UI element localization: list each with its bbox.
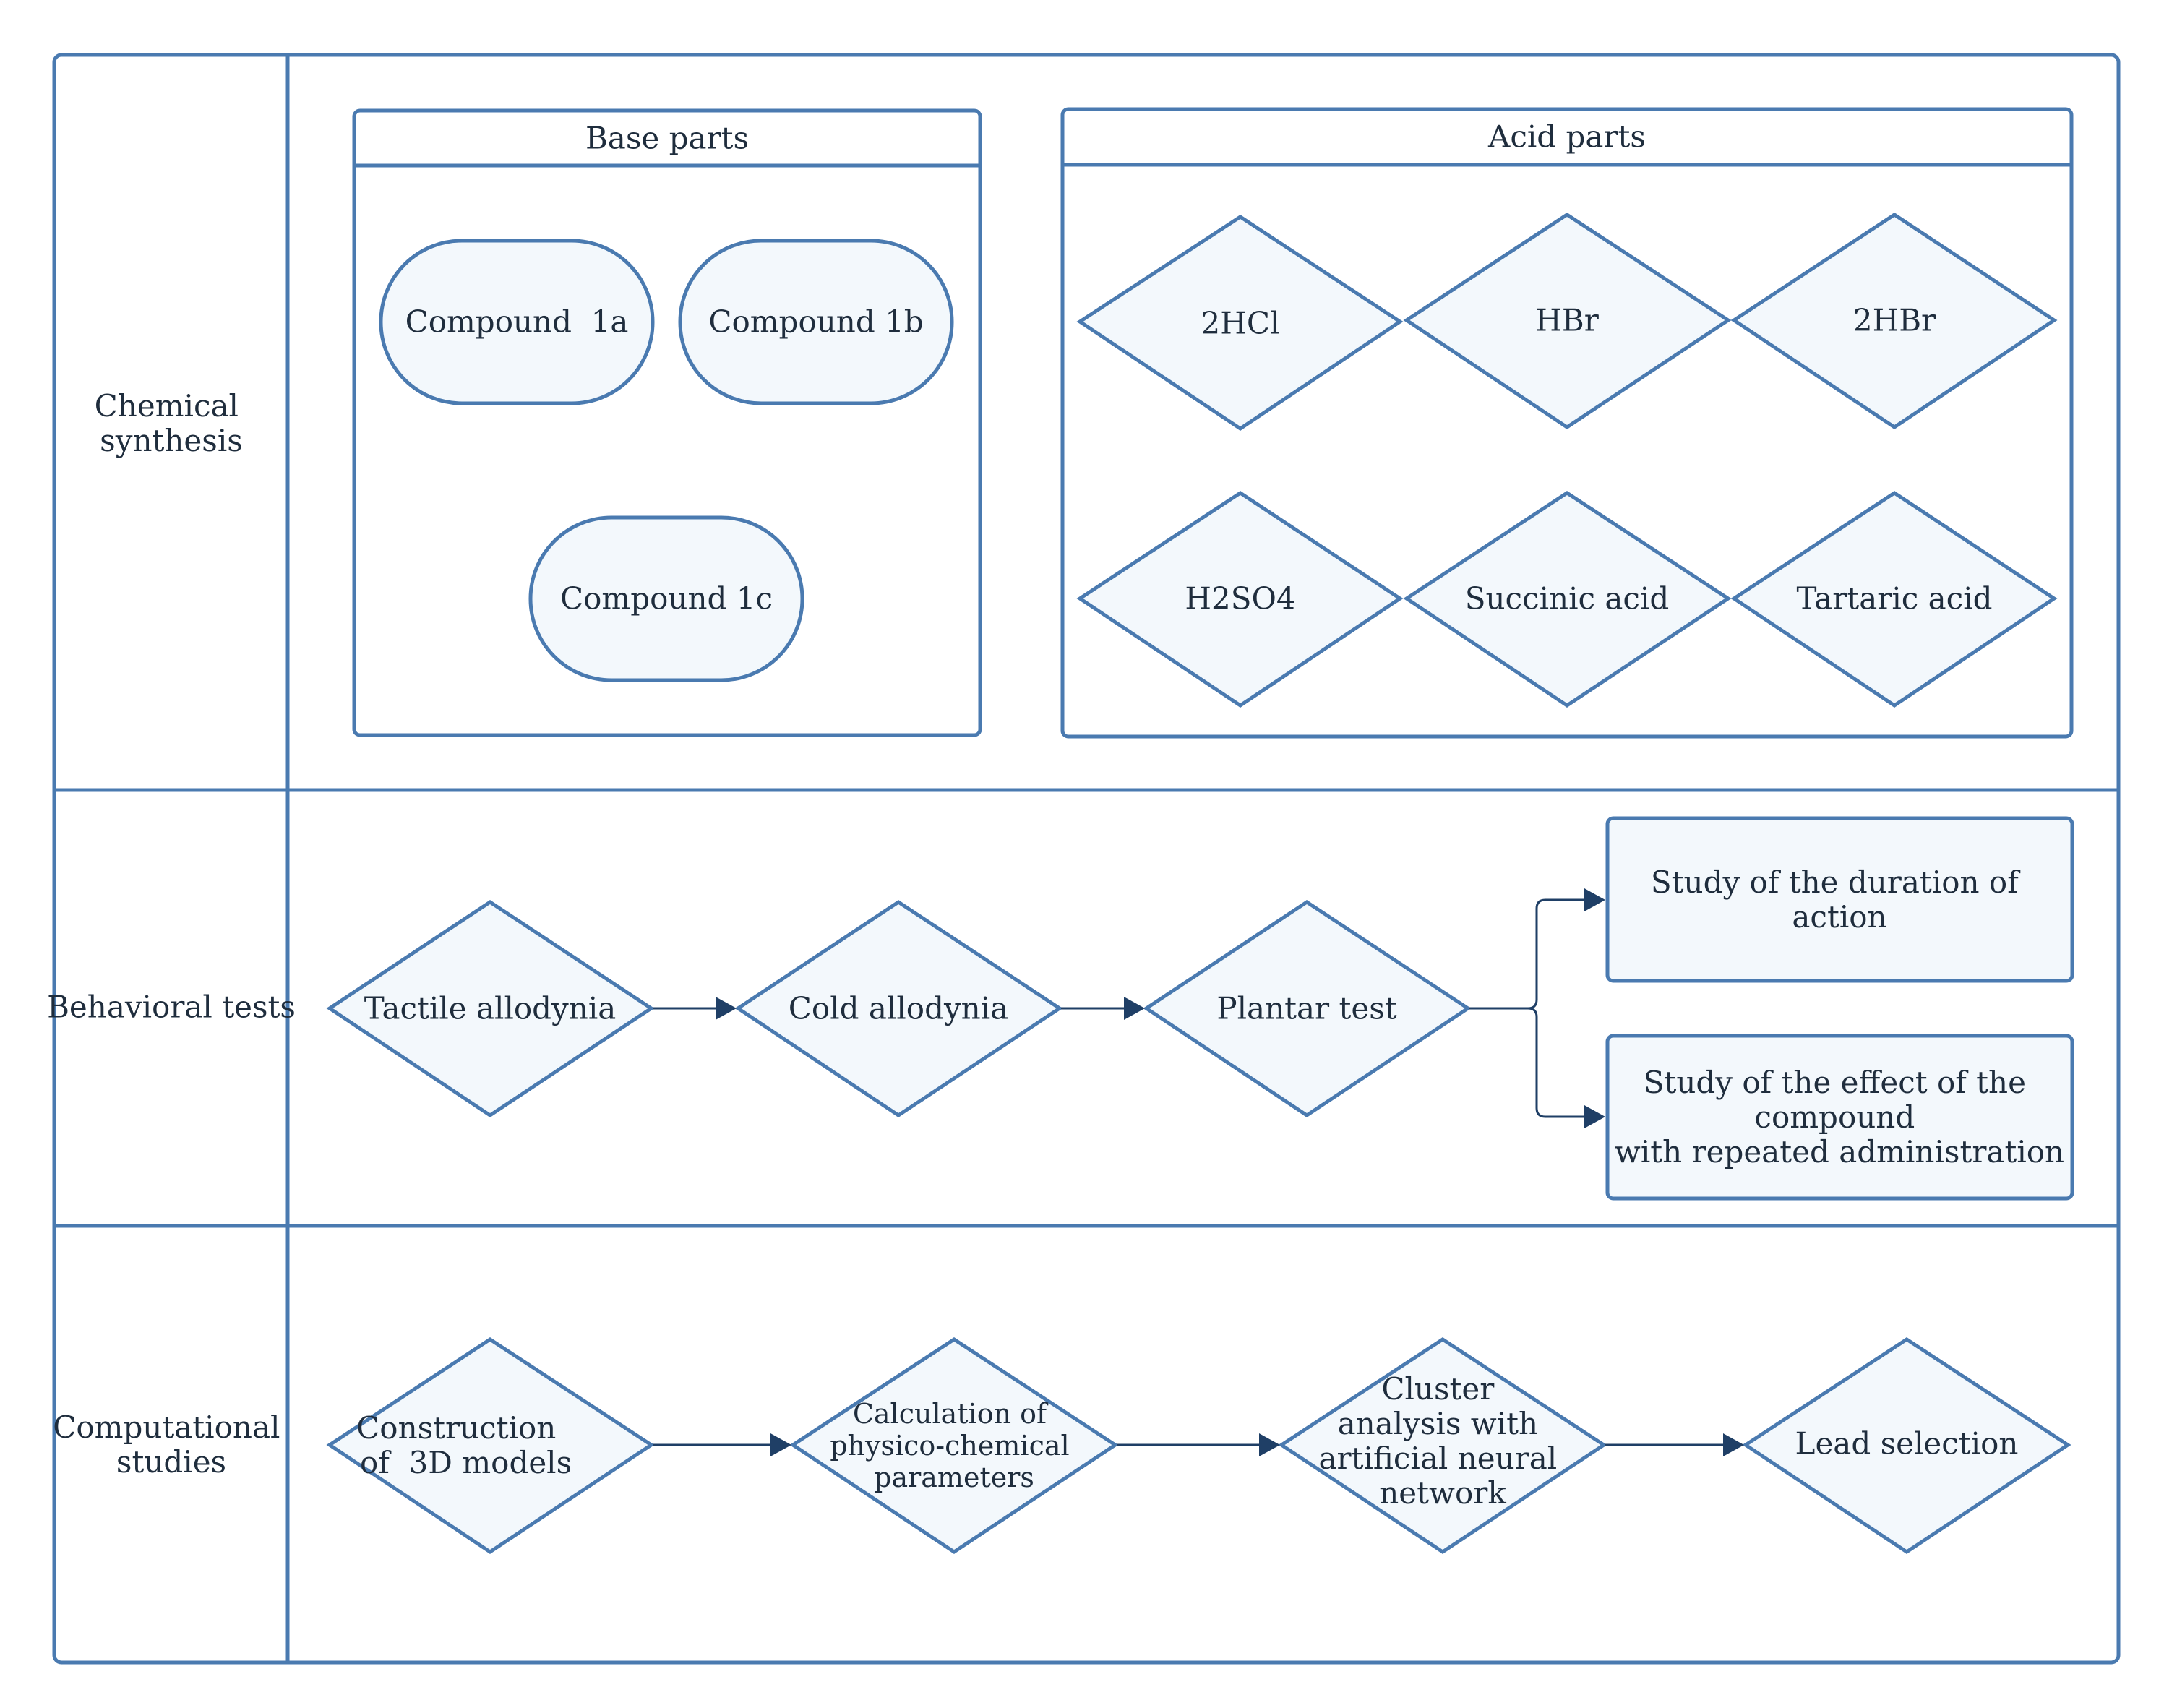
acid-2hbr [1730, 213, 2058, 430]
compound-1c [528, 515, 804, 682]
arrowhead-to-repeated [1584, 1105, 1605, 1128]
outcome-duration-of-action [1605, 816, 2074, 983]
step-cluster-analysis-ann [1278, 1337, 1607, 1555]
arrowhead-to-duration [1584, 888, 1605, 911]
step-physico-chemical-parameters-label: Calculation of physico-chemical paramete… [830, 1398, 1078, 1493]
outcome-repeated-administration [1605, 1034, 2074, 1201]
arrowhead-cold-to-plantar [1124, 997, 1145, 1020]
acid-succinic-label: Succinic acid [1465, 581, 1670, 617]
compound-1b-label: Compound 1b [708, 304, 923, 340]
step-construction-3d-models-label: Construction of 3D models [356, 1410, 624, 1480]
compound-1c-label: Compound 1c [560, 581, 773, 617]
step-physico-chemical-parameters [789, 1337, 1119, 1555]
step-lead-selection-label: Lead selection [1795, 1426, 2019, 1462]
step-plantar-test [1143, 900, 1472, 1118]
outcome-duration-of-action-label: Study of the duration of action [1651, 864, 2028, 935]
acid-h2so4-label: H2SO4 [1185, 581, 1295, 617]
arrowhead-construction-to-calculation [770, 1433, 791, 1456]
outer-frame [52, 53, 2121, 1665]
acid-hbr [1403, 213, 1732, 430]
compound-1a [379, 239, 655, 405]
behavioral-tests-group: Tactile allodynia Cold allodynia Plantar… [326, 816, 2074, 1201]
outcome-repeated-administration-label: Study of the effect of the compound with… [1615, 1065, 2064, 1170]
acid-2hcl-label: 2HCl [1201, 306, 1280, 341]
base-parts-title: Base parts [585, 121, 749, 156]
lane-label-computational-studies: Computational studies [53, 1409, 290, 1480]
step-lead-selection [1742, 1337, 2071, 1555]
step-cold-allodynia-label: Cold allodynia [789, 991, 1008, 1026]
branch-connector [1469, 898, 1586, 1118]
acid-parts-title: Acid parts [1487, 119, 1646, 155]
computational-studies-group: Construction of 3D models Calculation of… [326, 1337, 2071, 1555]
acid-hbr-label: HBr [1535, 303, 1599, 338]
lane-label-behavioral-tests: Behavioral tests [47, 990, 296, 1025]
step-cluster-analysis-ann-label: Cluster analysis with artificial neural … [1318, 1371, 1566, 1511]
step-plantar-test-label: Plantar test [1216, 991, 1396, 1026]
step-tactile-allodynia-label: Tactile allodynia [364, 991, 617, 1026]
arrowhead-cluster-to-lead [1723, 1433, 1744, 1456]
compound-1a-label: Compound 1a [405, 304, 629, 340]
arrowhead-calculation-to-cluster [1259, 1433, 1280, 1456]
acid-2hbr-label: 2HBr [1853, 303, 1936, 338]
acid-succinic [1403, 491, 1732, 708]
acid-parts-group: Acid parts 2HCl HBr 2HBr H2SO4 Succinic … [1060, 107, 2074, 739]
step-tactile-allodynia [326, 900, 655, 1118]
step-cold-allodynia [734, 900, 1063, 1118]
base-parts-group: Base parts Compound 1a Compound 1b Compo… [352, 108, 982, 737]
compound-1b [678, 239, 954, 405]
acid-2hcl [1076, 215, 1404, 432]
acid-h2so4 [1076, 491, 1404, 708]
acid-tartaric [1730, 491, 2058, 708]
lane-label-chemical-synthesis: Chemical synthesis [95, 388, 249, 458]
step-construction-3d-models [326, 1337, 655, 1555]
acid-tartaric-label: Tartaric acid [1796, 581, 1992, 617]
arrowhead-tactile-to-cold [716, 997, 737, 1020]
